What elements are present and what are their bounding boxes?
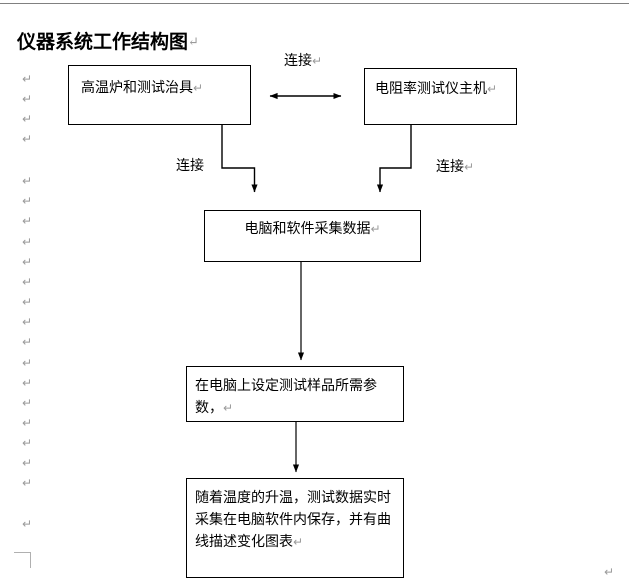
paragraph-mark-icon: ↵ bbox=[223, 401, 234, 415]
flowchart-box-pc-software-acquire[interactable]: 电脑和软件采集数据↵ bbox=[204, 210, 421, 262]
paragraph-mark-icon: ↵ bbox=[22, 436, 33, 450]
flowchart-box-realtime-record[interactable]: 随着温度的升温，测试数据实时 采集在电脑软件内保存，并有曲 线描述变化图表↵ bbox=[186, 478, 404, 578]
page-title-text: 仪器系统工作结构图 bbox=[17, 31, 189, 53]
paragraph-mark-icon: ↵ bbox=[22, 72, 33, 86]
paragraph-mark-icon: ↵ bbox=[22, 356, 33, 370]
flowchart-box-set-parameters[interactable]: 在电脑上设定测试样品所需参 数，↵ bbox=[186, 366, 404, 422]
paragraph-mark-icon: ↵ bbox=[22, 315, 33, 329]
connector-label-top: 连接↵ bbox=[284, 52, 323, 68]
connector-furnace-to-pc bbox=[221, 125, 258, 193]
flowchart-box-label-line1: 随着温度的升温，测试数据实时 bbox=[195, 489, 391, 505]
connector-label-left: 连接 bbox=[176, 157, 204, 173]
paragraph-mark-icon: ↵ bbox=[22, 174, 33, 188]
flowchart-box-label: 高温炉和测试治具↵ bbox=[81, 79, 204, 95]
flowchart-box-label-line1: 在电脑上设定测试样品所需参 bbox=[195, 377, 377, 393]
paragraph-mark-icon: ↵ bbox=[22, 476, 33, 490]
paragraph-mark-icon: ↵ bbox=[487, 82, 498, 96]
page-margin-corner-mark bbox=[14, 552, 31, 568]
paragraph-mark-icon: ↵ bbox=[312, 54, 323, 68]
paragraph-mark-icon: ↵ bbox=[22, 396, 33, 410]
paragraph-mark-icon: ↵ bbox=[22, 456, 33, 470]
paragraph-mark-icon: ↵ bbox=[604, 565, 615, 579]
connector-tester-to-pc bbox=[376, 125, 412, 193]
page-title: 仪器系统工作结构图↵ bbox=[17, 33, 199, 52]
flowchart-box-resistivity-tester[interactable]: 电阻率测试仪主机↵ bbox=[364, 68, 517, 125]
paragraph-mark-icon: ↵ bbox=[22, 255, 33, 269]
flowchart-box-label-line2: 数，↵ bbox=[195, 399, 234, 415]
paragraph-mark-icon: ↵ bbox=[22, 132, 33, 146]
paragraph-mark-icon: ↵ bbox=[188, 33, 199, 49]
flowchart-box-label-line2: 采集在电脑软件内保存，并有曲 bbox=[195, 511, 391, 527]
paragraph-mark-icon: ↵ bbox=[22, 295, 33, 309]
flowchart-box-label: 电脑和软件采集数据↵ bbox=[244, 220, 381, 236]
flowchart-box-label: 电阻率测试仪主机↵ bbox=[375, 80, 498, 96]
flowchart-box-label-line3: 线描述变化图表↵ bbox=[195, 533, 304, 549]
connector-label-right: 连接↵ bbox=[436, 158, 475, 174]
paragraph-mark-icon: ↵ bbox=[22, 376, 33, 390]
paragraph-mark-icon: ↵ bbox=[22, 214, 33, 228]
paragraph-mark-icon: ↵ bbox=[464, 160, 475, 174]
flowchart-box-furnace-fixture[interactable]: 高温炉和测试治具↵ bbox=[68, 65, 251, 125]
paragraph-mark-icon: ↵ bbox=[22, 335, 33, 349]
paragraph-mark-icon: ↵ bbox=[22, 275, 33, 289]
paragraph-mark-icon: ↵ bbox=[22, 416, 33, 430]
paragraph-mark-icon: ↵ bbox=[293, 535, 304, 549]
paragraph-mark-icon: ↵ bbox=[370, 222, 381, 236]
page-top-rule bbox=[0, 3, 629, 4]
paragraph-mark-icon: ↵ bbox=[22, 112, 33, 126]
paragraph-mark-icon: ↵ bbox=[22, 92, 33, 106]
paragraph-mark-icon: ↵ bbox=[22, 517, 33, 531]
paragraph-mark-icon: ↵ bbox=[22, 194, 33, 208]
paragraph-mark-icon: ↵ bbox=[193, 81, 204, 95]
paragraph-mark-icon: ↵ bbox=[22, 235, 33, 249]
